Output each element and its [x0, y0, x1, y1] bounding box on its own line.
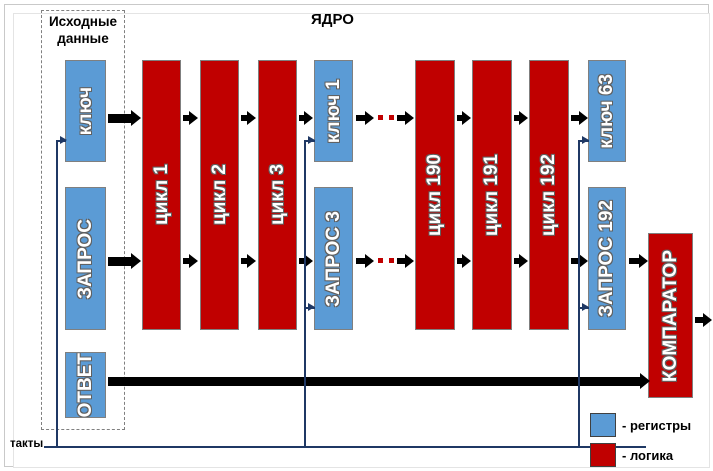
- arrow-zapros192-to-komparator: [629, 254, 648, 268]
- arrow-cikl3-to-zapros3: [299, 254, 313, 268]
- block-zapros[interactable]: ЗАПРОС: [65, 187, 106, 330]
- arrow-cikl190-to-cikl191-req: [457, 254, 471, 268]
- arrow-cikl192-to-zapros192: [571, 254, 588, 268]
- arrow-cikl1-to-cikl2: [183, 111, 198, 125]
- block-label: цикл 192: [538, 153, 559, 237]
- arrow-cikl1-to-cikl2-req: [183, 254, 198, 268]
- block-cikl-190[interactable]: цикл 190: [415, 60, 455, 330]
- legend-label-logic: - логика: [622, 448, 674, 463]
- block-otvet[interactable]: ОТВЕТ: [65, 352, 106, 418]
- arrow-cikl191-to-cikl192-req: [514, 254, 528, 268]
- clock-riser-mid: [304, 140, 306, 446]
- clock-arrow-zapros192: [582, 303, 589, 311]
- block-label: цикл 2: [208, 164, 230, 226]
- arrow-cikl2-to-cikl3-req: [241, 254, 256, 268]
- block-cikl-1[interactable]: цикл 1: [142, 60, 181, 330]
- block-label: цикл 190: [424, 153, 445, 237]
- source-data-title-line1: Исходные: [48, 14, 118, 29]
- block-zapros-192[interactable]: ЗАПРОС 192: [588, 187, 626, 330]
- core-title: ЯДРО: [311, 11, 354, 28]
- block-label: ключ 63: [596, 73, 617, 149]
- clock-riser-right: [578, 140, 580, 446]
- legend-label-registers: - регистры: [622, 418, 692, 433]
- block-kluch[interactable]: ключ: [65, 60, 106, 162]
- block-kluch-63[interactable]: ключ 63: [588, 60, 626, 162]
- block-cikl-3[interactable]: цикл 3: [258, 60, 297, 330]
- arrow-komparator-output: [695, 313, 712, 327]
- source-data-title-line2: данные: [57, 31, 109, 46]
- arrow-cikl190-to-cikl191: [457, 111, 471, 125]
- block-label: ОТВЕТ: [74, 352, 96, 418]
- arrow-dots-to-cikl190-req: [397, 254, 414, 268]
- block-cikl-191[interactable]: цикл 191: [472, 60, 512, 330]
- clock-arrow-kluch1: [308, 136, 315, 144]
- arrow-kluch1-to-dots: [356, 111, 374, 125]
- block-label: цикл 1: [150, 164, 172, 226]
- block-label: КОМПАРАТОР: [659, 249, 681, 382]
- arrow-kluch-to-cikl1: [108, 110, 141, 126]
- arrow-cikl192-to-kluch63: [571, 111, 588, 125]
- arrow-zapros-to-cikl1: [108, 253, 141, 269]
- block-label: ключ: [74, 86, 96, 136]
- source-data-group: [41, 10, 125, 430]
- arrow-dots-to-cikl190: [397, 111, 414, 125]
- clock-label: такты: [10, 438, 44, 450]
- legend-swatch-registers: [590, 413, 616, 437]
- clock-arrow-kluch: [60, 136, 67, 144]
- legend-swatch-logic: [590, 443, 616, 467]
- block-label: ЗАПРОС: [74, 218, 96, 299]
- block-label: ключ 1: [322, 78, 344, 144]
- block-cikl-2[interactable]: цикл 2: [200, 60, 239, 330]
- arrow-cikl2-to-cikl3: [241, 111, 256, 125]
- arrow-zapros3-to-dots: [356, 254, 374, 268]
- block-label: ЗАПРОС 192: [596, 200, 617, 317]
- clock-riser-kluch: [56, 140, 58, 446]
- block-komparator[interactable]: КОМПАРАТОР: [648, 233, 693, 398]
- clock-arrow-kluch63: [582, 136, 589, 144]
- arrow-otvet-to-komparator: [108, 373, 650, 389]
- block-kluch-1[interactable]: ключ 1: [314, 60, 353, 162]
- block-zapros-3[interactable]: ЗАПРОС 3: [314, 187, 353, 330]
- arrow-cikl3-to-kluch1: [299, 111, 313, 125]
- clock-bus-line: [56, 446, 646, 448]
- clock-arrow-zapros3: [308, 303, 315, 311]
- block-label: цикл 3: [266, 164, 288, 226]
- block-label: цикл 191: [481, 153, 502, 237]
- block-label: ЗАПРОС 3: [322, 210, 344, 307]
- arrow-cikl191-to-cikl192: [514, 111, 528, 125]
- block-cikl-192[interactable]: цикл 192: [529, 60, 569, 330]
- clock-label-connector: [44, 446, 58, 448]
